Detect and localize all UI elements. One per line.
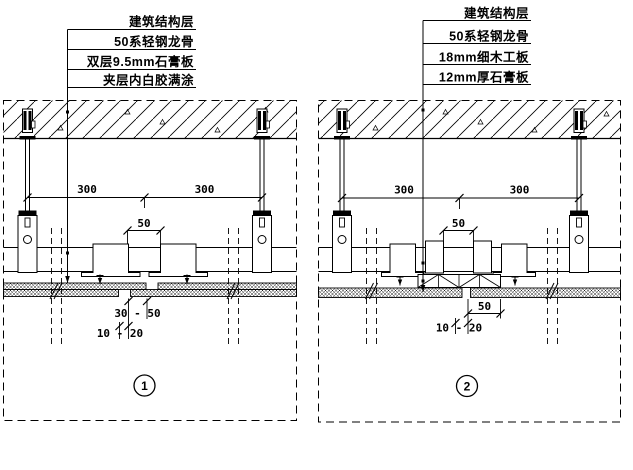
detail-1-dim-300: 300 300 [23, 183, 267, 208]
dim-label-panel-gap: 10 - 20 [436, 322, 482, 335]
detail-2-dim-300: 300 300 [337, 184, 584, 209]
detail-1-furring-channels [81, 243, 208, 277]
dim-label-300-left: 300 [77, 183, 97, 196]
screw-symbol [396, 275, 404, 286]
dim-label-300-right: 300 [510, 184, 530, 197]
callout-structure-layer: 建筑结构层 [464, 6, 529, 21]
detail-2-furring-channels [381, 240, 536, 277]
callout-blockboard: 18mm细木工板 [439, 50, 529, 65]
detail-1-dim-50: 50 [123, 217, 165, 244]
dim-label-panel-gap: 10 - 20 [97, 327, 143, 340]
dim-label-stagger: 30 - 50 [114, 307, 160, 320]
dim-label-keel-gap: 50 [137, 217, 150, 230]
detail-2-number-bubble: 2 [455, 374, 479, 398]
detail-2-panel: 300 300 50 50 10 - 20 [318, 6, 621, 423]
callout-gypsum-board: 双层9.5mm石膏板 [86, 54, 194, 69]
detail-1-number-bubble: 1 [133, 374, 156, 397]
dim-label-300-left: 300 [394, 184, 414, 197]
detail-2-callouts: 建筑结构层 50系轻钢龙骨 18mm细木工板 12mm厚石膏板 [420, 6, 531, 292]
detail-1-main-runner [3, 247, 297, 272]
dim-label-board-edge: 50 [478, 300, 491, 313]
dim-label-keel-gap: 50 [452, 217, 465, 230]
detail-number: 2 [464, 380, 471, 394]
callout-gypsum-board: 12mm厚石膏板 [439, 70, 529, 85]
detail-1-gypsum-boards [3, 282, 297, 297]
detail-1-dim-stagger: 30 - 50 [114, 296, 161, 339]
callout-steel-keel: 50系轻钢龙骨 [114, 34, 194, 49]
detail-2-structure-slab-hatch [318, 100, 621, 140]
leader-arrow [420, 285, 426, 292]
detail-2-dim-gap: 10 - 20 [436, 318, 482, 335]
callout-structure-layer: 建筑结构层 [129, 14, 194, 29]
screw-symbol [511, 275, 519, 286]
detail-2-dim-50: 50 [439, 217, 478, 244]
callout-steel-keel: 50系轻钢龙骨 [449, 29, 529, 44]
leader-arrow [65, 276, 70, 283]
detail-1-panel: 300 300 50 30 - 50 10 - 20 [3, 14, 297, 421]
detail-number: 1 [141, 379, 148, 393]
detail-1-structure-slab-hatch [3, 100, 297, 140]
dim-label-300-right: 300 [195, 183, 215, 196]
detail-2-dim-board-edge: 50 [463, 299, 505, 334]
detail-2-blockboard [417, 274, 501, 288]
detail-2-gypsum-board [318, 287, 621, 298]
detail-1-dim-gap: 10 - 20 [97, 321, 143, 340]
callout-white-glue: 夹层内白胶满涂 [103, 73, 194, 88]
detail-1-callouts: 建筑结构层 50系轻钢龙骨 双层9.5mm石膏板 夹层内白胶满涂 [65, 14, 196, 283]
